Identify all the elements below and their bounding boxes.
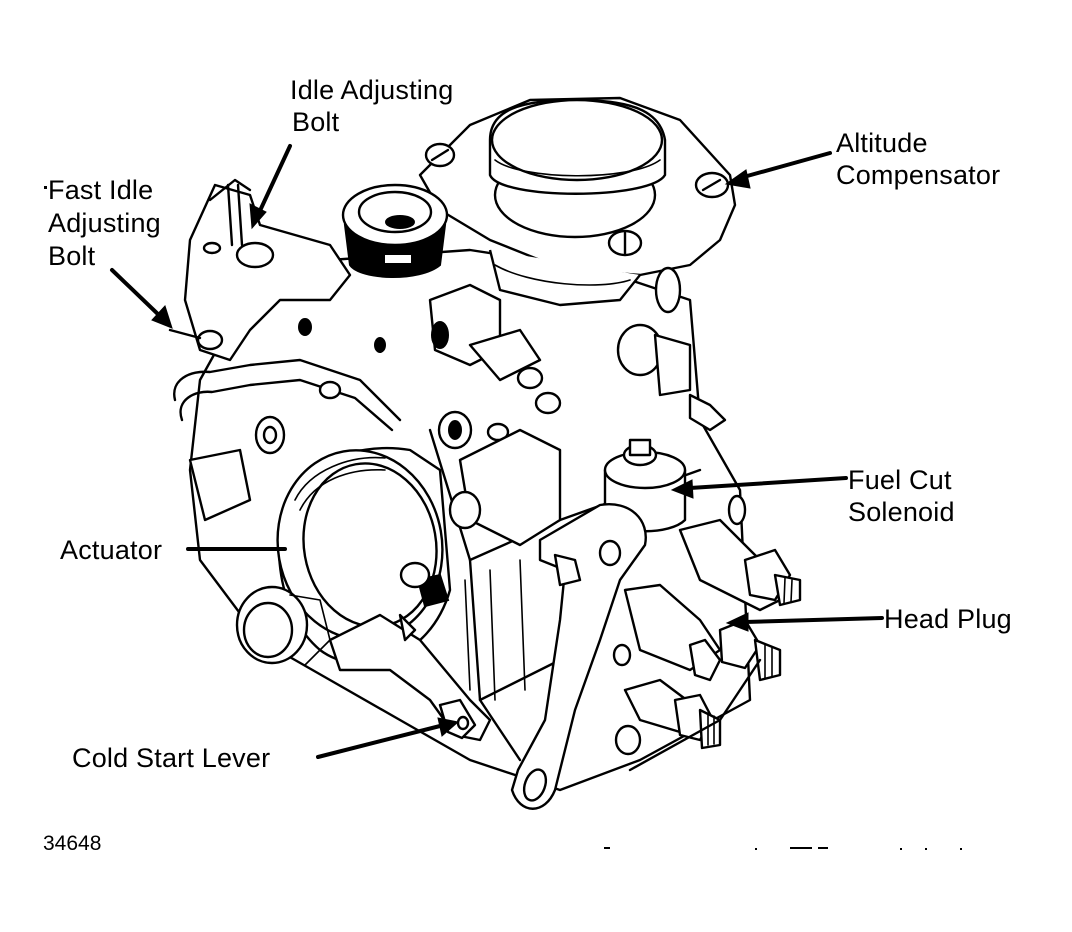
leader-idle-adjusting-bolt bbox=[256, 144, 292, 217]
label-line: Actuator bbox=[60, 535, 163, 565]
right-lever-arm bbox=[510, 503, 647, 810]
label-actuator: Actuator bbox=[60, 534, 162, 566]
delivery-valves bbox=[612, 494, 802, 772]
fuel-cut-solenoid-part bbox=[603, 438, 687, 533]
label-line: Fast Idle bbox=[48, 175, 154, 205]
label-line: Fuel Cut bbox=[848, 465, 952, 495]
label-line: Altitude bbox=[836, 128, 928, 158]
label-line: Cold Start Lever bbox=[72, 743, 271, 773]
label-fuel-cut-solenoid: Fuel Cut Solenoid bbox=[848, 464, 955, 528]
label-cold-start-lever: Cold Start Lever bbox=[72, 742, 270, 774]
label-line: Bolt bbox=[48, 241, 96, 271]
label-line: Idle Adjusting bbox=[290, 75, 454, 105]
leader-head-plug bbox=[743, 616, 884, 624]
label-altitude-compensator: Altitude Compensator bbox=[836, 127, 1000, 191]
actuator-part bbox=[235, 446, 452, 666]
label-line: Adjusting bbox=[48, 208, 161, 238]
leader-lines bbox=[110, 144, 884, 759]
label-line: Head Plug bbox=[884, 604, 1012, 634]
label-fast-idle-adjusting-bolt: Fast Idle Adjusting Bolt bbox=[48, 174, 161, 273]
leader-fuel-cut-solenoid bbox=[688, 476, 848, 490]
middle-fittings bbox=[428, 283, 727, 547]
label-line: Bolt bbox=[292, 107, 340, 137]
altitude-compensator-part bbox=[418, 96, 737, 314]
leader-fast-idle-adjusting-bolt bbox=[110, 268, 164, 320]
label-idle-adjusting-bolt: Idle Adjusting Bolt bbox=[290, 74, 453, 138]
leader-altitude-compensator bbox=[738, 151, 832, 180]
label-line: Compensator bbox=[836, 160, 1001, 190]
figure-number: 34648 bbox=[43, 832, 102, 855]
scan-specks bbox=[44, 186, 962, 850]
leader-cold-start-lever bbox=[316, 724, 442, 759]
label-line: Solenoid bbox=[848, 497, 955, 527]
left-linkage bbox=[168, 178, 402, 522]
idle-housing bbox=[341, 183, 449, 278]
label-head-plug: Head Plug bbox=[884, 603, 1012, 635]
